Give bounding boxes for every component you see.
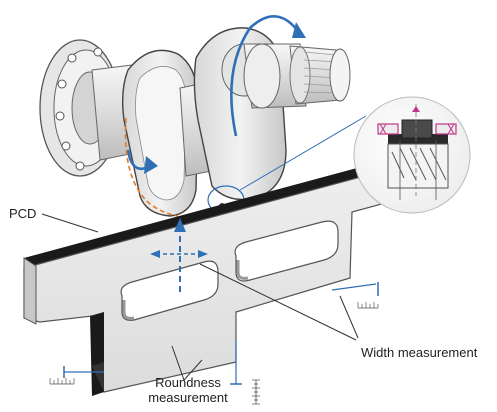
magnifier-circle [353, 96, 471, 214]
roundness-label-line2: measurement [148, 390, 228, 405]
output-shaft [243, 43, 351, 109]
roundness-indicator [150, 218, 208, 296]
width-measurement-label: Width measurement [361, 345, 478, 360]
crankshaft-illustration [39, 15, 351, 217]
bar-slot-left [120, 260, 219, 321]
dial-gauge-icon [331, 282, 379, 309]
roundness-label-line1: Roundness [155, 375, 221, 390]
pcd-label: PCD [9, 206, 37, 221]
dial-gauge-icon [49, 366, 104, 385]
measuring-bar [23, 152, 418, 396]
contact-trace [124, 117, 179, 217]
bar-slot-right [234, 220, 339, 282]
rotation-arrow-icon [230, 15, 302, 137]
roundness-measurement-label: Roundness measurement [140, 375, 236, 405]
dial-gauge-icon [230, 340, 260, 405]
